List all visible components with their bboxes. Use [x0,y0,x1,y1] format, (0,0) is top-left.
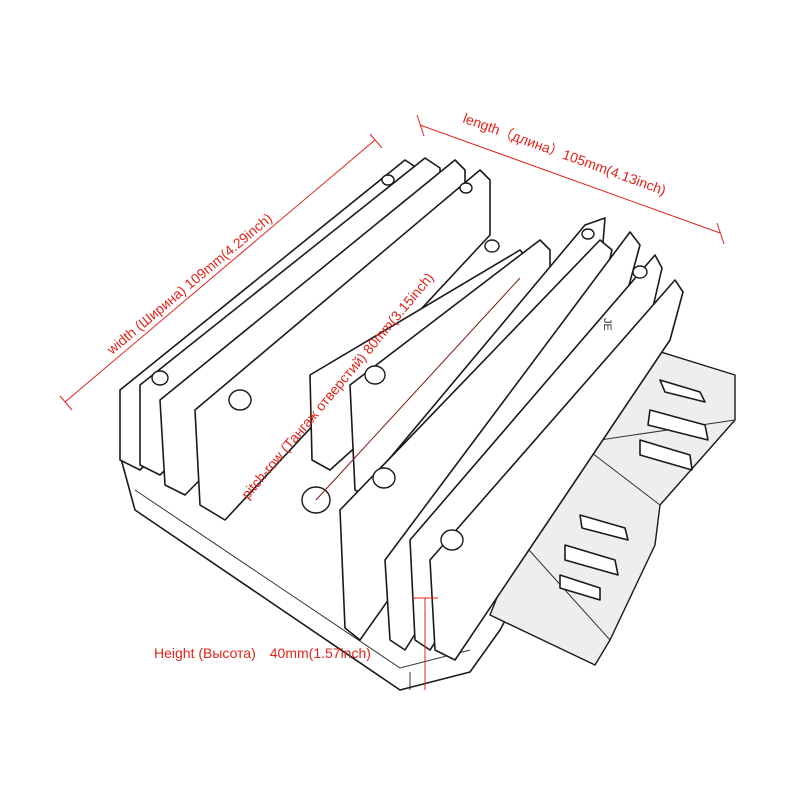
fin-hole [151,370,169,386]
fin-hole [381,174,395,186]
dimension-lines [59,114,725,690]
fin-hole [228,389,252,411]
fin-hole [459,182,473,194]
fin-4 [194,169,491,521]
part-mark: JE [601,318,613,331]
fin-hole [364,365,386,385]
length-dimension-line [419,124,721,234]
width-dimension-line [64,139,376,403]
connector-block [489,329,736,666]
fin-hole [581,228,595,240]
fin-hole [372,467,396,489]
mounting-holes [151,174,648,551]
fin-11 [429,279,684,661]
fin-hole [632,265,648,279]
fin-hole [484,239,500,253]
pitch-row-dimension-line [315,277,521,501]
length-label: length（длина）105mm(4.13inch) [461,110,668,198]
fin-hole [440,529,464,551]
heatsink-fins [119,157,684,661]
height-label: Height (Высота) 40mm(1.57inch) [154,645,371,661]
